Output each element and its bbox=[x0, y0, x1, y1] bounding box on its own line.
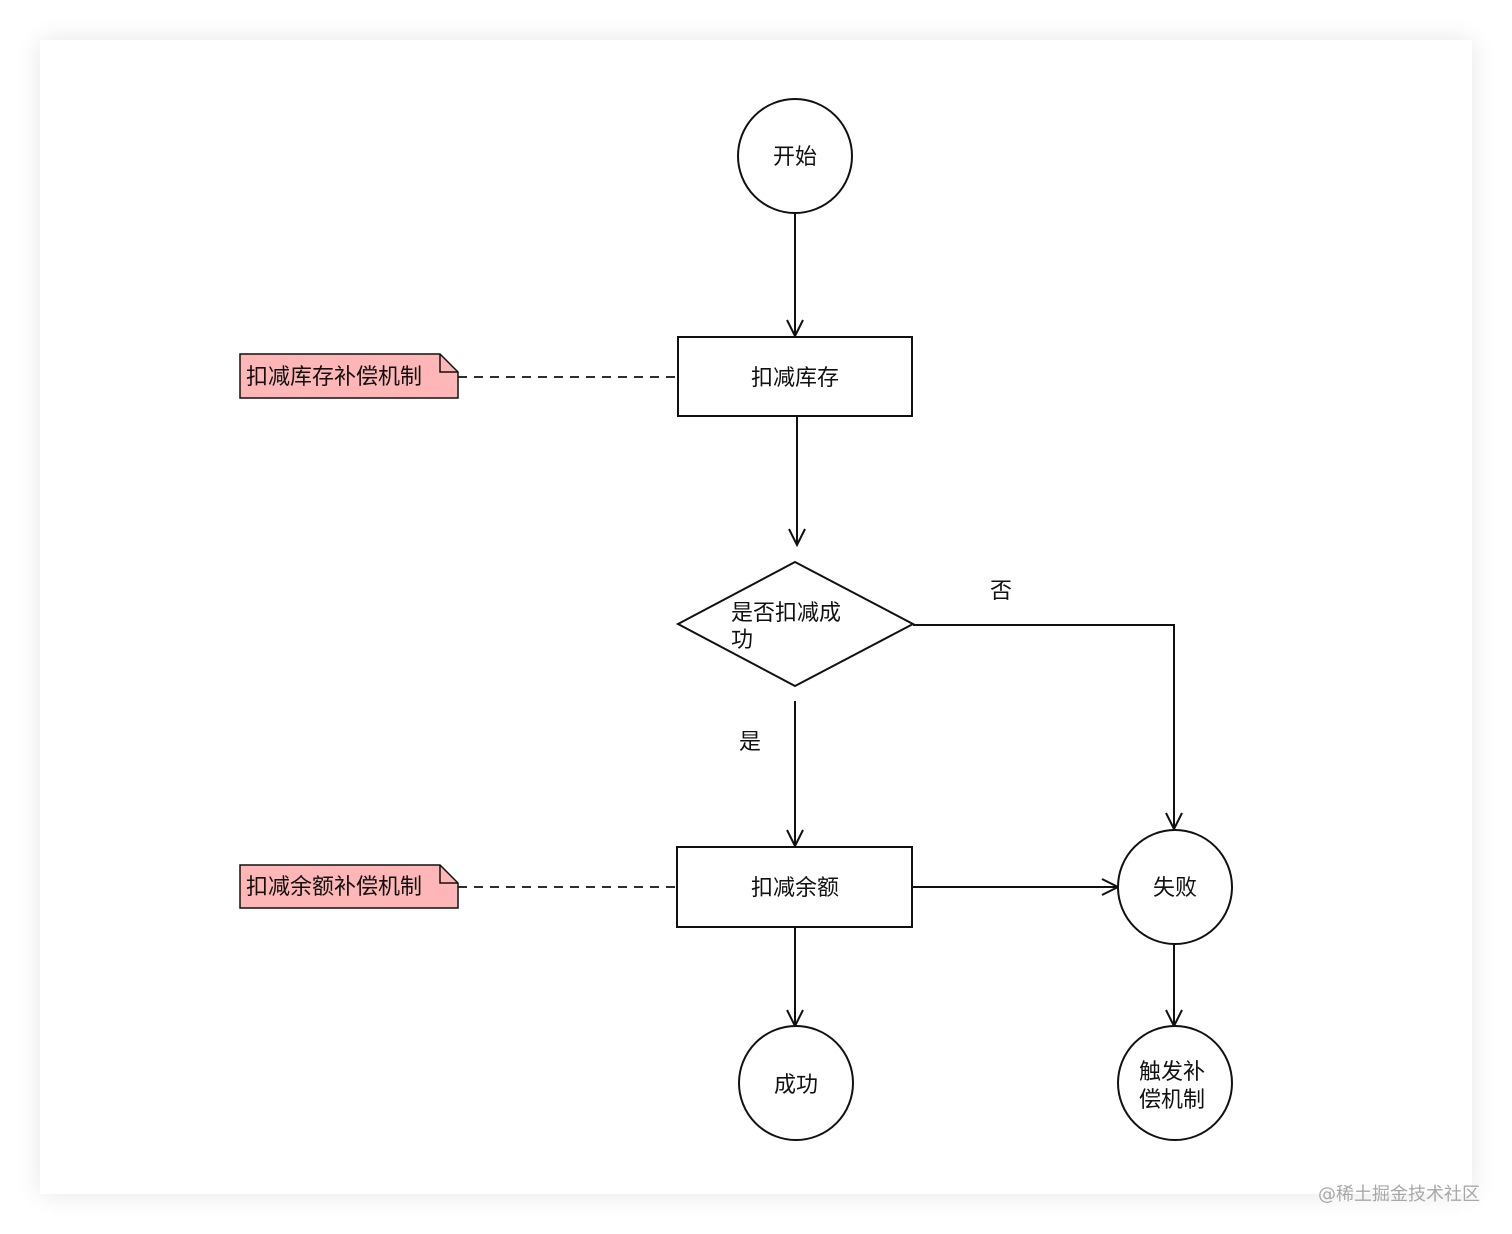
trigger-label-line2: 偿机制 bbox=[1139, 1088, 1205, 1113]
success-label: 成功 bbox=[774, 1073, 818, 1098]
balance-compensation-note: 扣减余额补偿机制 bbox=[239, 864, 459, 909]
edge-label-no: 否 bbox=[990, 579, 1012, 604]
decision-label-line2: 功 bbox=[731, 628, 753, 653]
deduct-balance-node: 扣减余额 bbox=[676, 846, 913, 928]
start-node: 开始 bbox=[737, 98, 853, 214]
decision-node: 是否扣减成 功 bbox=[675, 560, 916, 688]
fail-label: 失败 bbox=[1153, 876, 1197, 901]
balance-compensation-label: 扣减余额补偿机制 bbox=[246, 875, 422, 900]
edge-label-yes: 是 bbox=[739, 730, 761, 755]
start-label: 开始 bbox=[773, 145, 817, 170]
stock-compensation-label: 扣减库存补偿机制 bbox=[246, 365, 422, 390]
fail-node: 失败 bbox=[1117, 829, 1233, 945]
stock-compensation-note: 扣减库存补偿机制 bbox=[239, 353, 459, 399]
deduct-stock-label: 扣减库存 bbox=[751, 366, 839, 391]
edge-decision-to-fail bbox=[913, 624, 1174, 829]
watermark: @稀土掘金技术社区 bbox=[1318, 1184, 1480, 1205]
decision-label-line1: 是否扣减成 bbox=[731, 601, 841, 626]
deduct-stock-node: 扣减库存 bbox=[677, 336, 913, 417]
success-node: 成功 bbox=[738, 1025, 854, 1141]
trigger-compensation-node: 触发补 偿机制 bbox=[1117, 1025, 1233, 1141]
trigger-label-line1: 触发补 bbox=[1139, 1060, 1205, 1085]
deduct-balance-label: 扣减余额 bbox=[751, 876, 839, 901]
